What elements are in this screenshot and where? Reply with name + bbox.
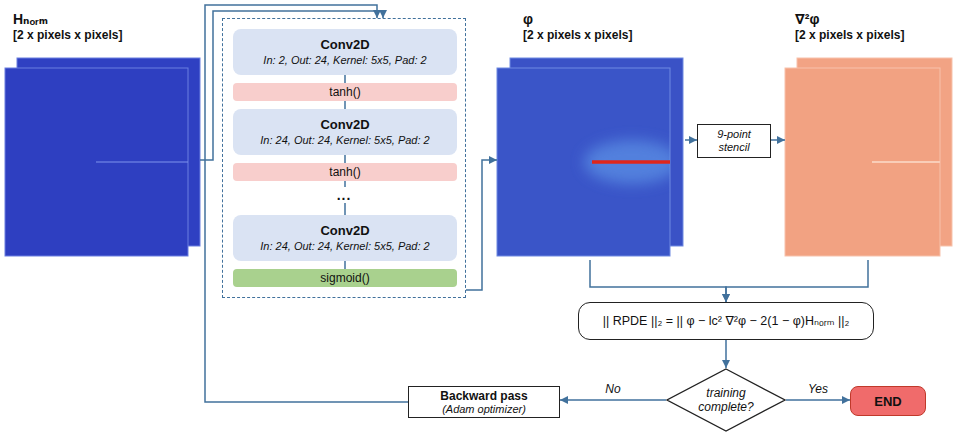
- decision-text: training complete?: [687, 386, 765, 414]
- layer-name: Conv2D: [320, 117, 369, 133]
- layer-params: In: 24, Out: 24, Kernel: 5x5, Pad: 2: [260, 133, 429, 147]
- terminal-box: END: [850, 386, 926, 416]
- activation-layer: sigmoid(): [233, 269, 457, 287]
- layer-name: Conv2D: [320, 223, 369, 239]
- edge-label: Yes: [808, 382, 828, 396]
- activation-name: tanh(): [329, 85, 360, 99]
- flow-connector: [344, 75, 346, 83]
- dimension-label: [2 x pixels x pixels]: [523, 28, 632, 43]
- flow-connector: [725, 340, 727, 368]
- conv-layer: Conv2DIn: 24, Out: 24, Kernel: 5x5, Pad:…: [233, 215, 457, 261]
- conv-layer: Conv2DIn: 2, Out: 24, Kernel: 5x5, Pad: …: [233, 29, 457, 75]
- crack-line: [872, 161, 940, 163]
- edge-label: No: [605, 382, 620, 396]
- field-layer: [785, 68, 940, 256]
- crack-glow: [584, 140, 670, 184]
- conv-layer: Conv2DIn: 24, Out: 24, Kernel: 5x5, Pad:…: [233, 109, 457, 155]
- crack-line: [96, 161, 188, 162]
- field-layer: [497, 68, 670, 256]
- dimension-label: [2 x pixels x pixels]: [13, 28, 122, 43]
- input-field: Hₙₒᵣₘ[2 x pixels x pixels]: [5, 5, 200, 260]
- decision-diamond: training complete?: [666, 368, 786, 432]
- output-field: φ[2 x pixels x pixels]: [495, 5, 685, 260]
- process-name: Backward pass: [440, 389, 527, 403]
- crack-line: [592, 160, 670, 164]
- field-title: ∇²φ: [795, 11, 819, 28]
- diamond-shape: [667, 369, 785, 431]
- field-title: φ: [523, 11, 533, 28]
- network-block: ...Conv2DIn: 2, Out: 24, Kernel: 5x5, Pa…: [222, 18, 466, 298]
- flow-connector: [344, 101, 346, 109]
- operator-box: 9-point stencil: [697, 124, 771, 158]
- flow-connector: [560, 399, 666, 401]
- dimension-label: [2 x pixels x pixels]: [795, 28, 904, 43]
- flow-connector: [590, 260, 726, 302]
- process-box: Backward pass(Adam optimizer): [408, 386, 560, 418]
- ellipsis: ...: [331, 187, 358, 203]
- activation-layer: tanh(): [233, 163, 457, 181]
- laplacian-field: ∇²φ[2 x pixels x pixels]: [783, 5, 955, 260]
- glow-line: [588, 158, 670, 167]
- residual-formula: || RPDE ||₂ = || φ − lc² ∇²φ − 2(1 − φ)H…: [603, 314, 850, 329]
- layer-params: In: 24, Out: 24, Kernel: 5x5, Pad: 2: [260, 239, 429, 253]
- field-title: Hₙₒᵣₘ: [13, 11, 48, 28]
- layer-params: In: 2, Out: 24, Kernel: 5x5, Pad: 2: [263, 53, 426, 67]
- flow-connector: [466, 160, 497, 290]
- activation-layer: tanh(): [233, 83, 457, 101]
- layer-name: Conv2D: [320, 37, 369, 53]
- flow-connector: [344, 261, 346, 269]
- flow-connector: [344, 155, 346, 163]
- process-note: (Adam optimizer): [442, 403, 526, 416]
- activation-name: tanh(): [329, 165, 360, 179]
- loss-box: || RPDE ||₂ = || φ − lc² ∇²φ − 2(1 − φ)H…: [578, 302, 874, 340]
- terminal-text: END: [874, 394, 901, 409]
- glow-region: [584, 140, 670, 184]
- field-layer: [5, 68, 188, 256]
- flow-connector: [771, 139, 785, 141]
- activation-name: sigmoid(): [320, 271, 369, 285]
- flow-connector: [685, 139, 697, 141]
- operator-name: 9-point stencil: [698, 128, 770, 154]
- flow-connector: [786, 399, 850, 401]
- flow-connector: [726, 260, 868, 302]
